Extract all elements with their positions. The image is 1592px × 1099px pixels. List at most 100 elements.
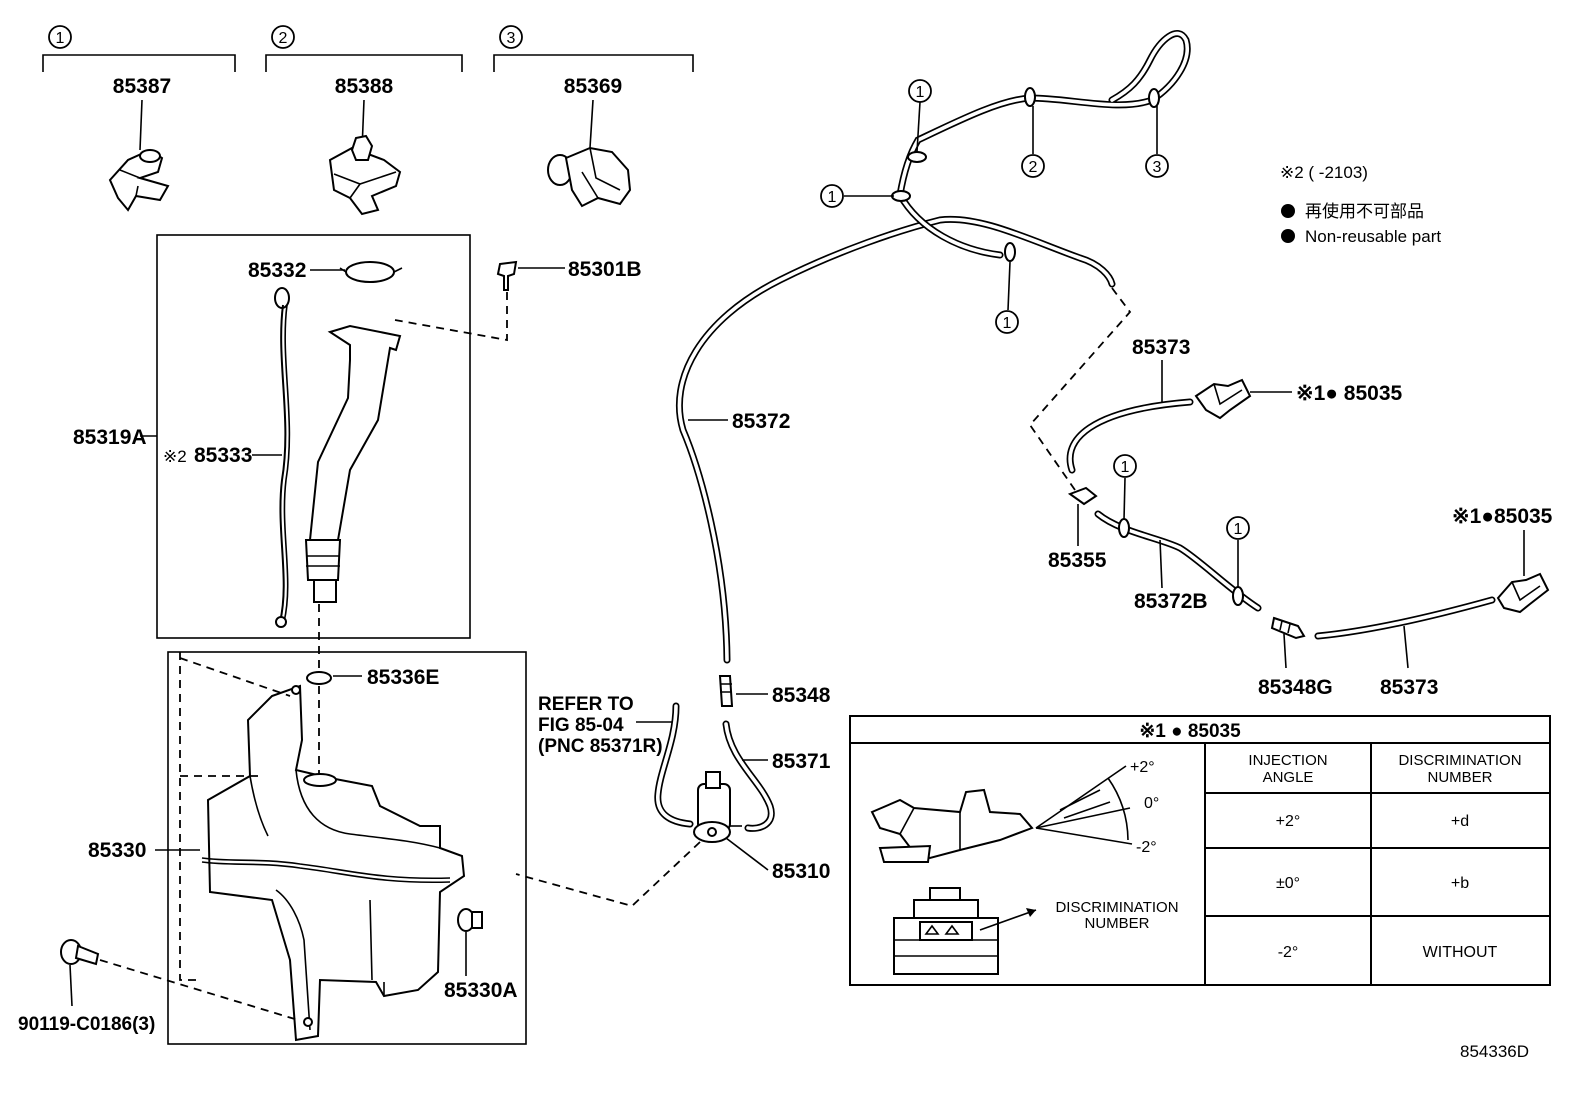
leader-line: [139, 99, 143, 151]
table-cell: +d: [1451, 813, 1469, 830]
table-cell: WITHOUT: [1423, 944, 1498, 961]
subassembly-box: [167, 651, 527, 1045]
clip-85388-illustration: [328, 134, 402, 216]
part-number-85372: 85372: [732, 410, 790, 433]
table-cell: +b: [1451, 875, 1469, 892]
clip-group-3: 3 85369: [493, 25, 694, 208]
filler-neck: [304, 324, 402, 603]
table-cell: ±0°: [1276, 875, 1300, 892]
dashed-leader: [515, 841, 701, 908]
detail-title: ※1 ● 85035: [1139, 721, 1241, 742]
index-marker: [820, 184, 844, 208]
joint-85355: [1067, 486, 1098, 506]
nozzle-85035-top: [1194, 378, 1252, 420]
leader-line: [979, 909, 1037, 931]
table-header-injection-2: ANGLE: [1263, 769, 1314, 786]
part-number-85348G: 85348G: [1258, 676, 1333, 699]
table-cell: -2°: [1278, 944, 1299, 961]
leader-line: [1283, 633, 1287, 669]
index-marker-label: 1: [828, 189, 837, 206]
dashed-leader: [99, 959, 299, 1021]
group-bracket: [493, 54, 694, 72]
index-marker: [499, 25, 523, 49]
refer-line-3: (PNC 85371R): [538, 736, 663, 757]
leader-line: [725, 837, 769, 871]
table-header-discrimination-1: DISCRIMINATION: [1398, 752, 1521, 769]
clip-85369-illustration: [547, 146, 632, 208]
index-marker: [1226, 516, 1250, 540]
index-marker: [995, 310, 1019, 334]
refer-line-1: REFER TO: [538, 694, 634, 715]
dashed-leader: [1028, 287, 1132, 491]
part-number-85035-top: ※1● 85035: [1296, 382, 1403, 405]
tank-box: [167, 651, 527, 1045]
legend-non-reusable-jp: 再使用不可部品: [1305, 201, 1424, 221]
clip-85301B: [394, 260, 565, 342]
detail-frame: [849, 715, 1551, 986]
angle-label-zero: 0°: [1144, 795, 1159, 812]
index-marker: [48, 25, 72, 49]
part-number-85388: 85388: [335, 75, 394, 98]
index-marker-label: 1: [916, 84, 925, 101]
part-number-85372B: 85372B: [1134, 590, 1208, 613]
group-bracket: [42, 54, 236, 72]
clip-group-1: 1 85387: [42, 25, 236, 212]
part-number-85310: 85310: [772, 860, 830, 883]
joint-85348G: [1270, 616, 1306, 640]
refer-line-2: FIG 85-04: [538, 715, 624, 736]
part-number-85336E: 85336E: [367, 666, 439, 689]
clip-85387-illustration: [108, 148, 170, 212]
part-number-85348: 85348: [772, 684, 831, 707]
part-85333-prefix: ※2: [163, 447, 187, 466]
bolt-90119: [60, 939, 299, 1021]
part-number-85319A: 85319A: [73, 426, 147, 449]
part-number-85387: 85387: [113, 75, 171, 98]
part-number-85355: 85355: [1048, 549, 1107, 572]
index-marker-label: 2: [279, 30, 288, 47]
dashed-leader: [394, 292, 508, 342]
index-marker: [271, 25, 295, 49]
index-marker-label: 3: [1153, 159, 1162, 176]
leader-line: [589, 99, 594, 149]
spray-angle-lines: [1035, 765, 1133, 845]
leader-line: [69, 964, 73, 1007]
part-number-85330: 85330: [88, 839, 146, 862]
part-number-90119: 90119-C0186(3): [18, 1014, 155, 1035]
joint-85348: [718, 675, 734, 707]
index-marker-label: 1: [1121, 459, 1130, 476]
part-number-85333: 85333: [194, 444, 252, 467]
gasket-85336E: [306, 671, 332, 685]
filler-box: 85332 ※2 85333: [156, 234, 471, 639]
angle-label-plus: +2°: [1130, 759, 1155, 776]
index-marker-label: 3: [507, 30, 516, 47]
index-marker-label: 1: [1234, 521, 1243, 538]
hose-85372: [676, 30, 1191, 664]
grommet-85330A: [457, 908, 483, 932]
index-marker-label: 2: [1029, 159, 1038, 176]
index-marker: [908, 79, 932, 103]
part-number-85330A: 85330A: [444, 979, 518, 1002]
index-marker: [1113, 454, 1137, 478]
washer-tank-85330: [201, 684, 466, 1042]
leader-line: [1159, 539, 1163, 589]
table-header-injection-1: INJECTION: [1248, 752, 1327, 769]
nozzle-front-illustration: [893, 887, 999, 975]
hose-85371: [722, 720, 775, 832]
part-number-85369: 85369: [564, 75, 622, 98]
discrimination-label-2: NUMBER: [1084, 915, 1149, 932]
index-marker: [1021, 154, 1045, 178]
leader-line: [1403, 625, 1409, 669]
dipstick-85333: [274, 287, 291, 628]
table-header-discrimination-2: NUMBER: [1427, 769, 1492, 786]
discrimination-label-1: DISCRIMINATION: [1055, 899, 1178, 916]
leader-line: [1123, 477, 1126, 521]
part-number-85373-top: 85373: [1132, 336, 1190, 359]
part-number-85035-right: ※1●85035: [1452, 505, 1553, 528]
legend-non-reusable-en: Non-reusable part: [1305, 227, 1441, 246]
angle-label-minus: -2°: [1136, 839, 1157, 856]
cap-85332: [339, 261, 403, 283]
group-bracket: [265, 54, 463, 72]
hose-clip-markers: 1 1 2 3 1: [820, 79, 1169, 334]
